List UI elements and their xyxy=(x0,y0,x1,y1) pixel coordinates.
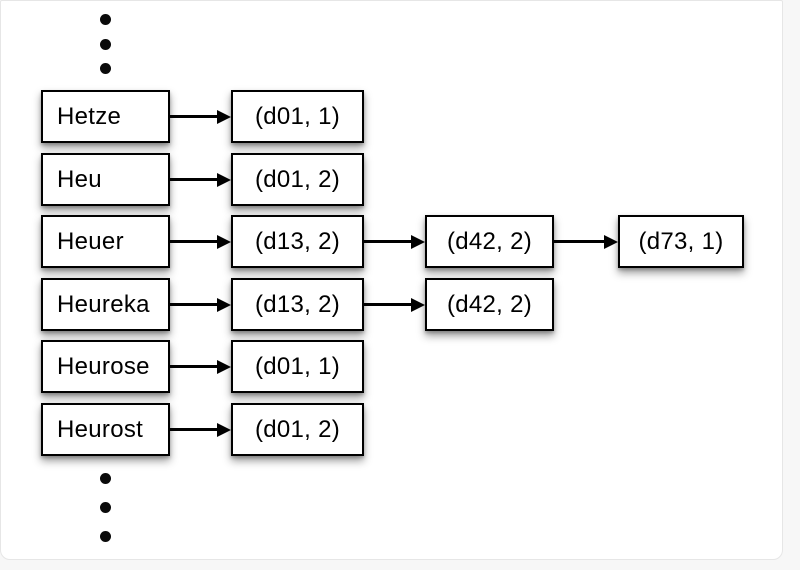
arrow-shaft xyxy=(170,365,219,368)
diagram-canvas: Hetze (d01, 1) Heu (d01, 2) Heuer (d13, … xyxy=(1,1,782,559)
arrowhead-icon xyxy=(217,359,231,374)
posting-box: (d01, 2) xyxy=(231,403,364,456)
term-box: Heurost xyxy=(41,403,170,456)
ellipsis-dot-icon xyxy=(100,502,111,513)
arrow xyxy=(364,297,425,312)
arrow-shaft xyxy=(364,303,413,306)
arrow xyxy=(170,297,231,312)
arrow-shaft xyxy=(170,240,219,243)
ellipsis-dot-icon xyxy=(100,531,111,542)
arrowhead-icon xyxy=(217,109,231,124)
index-row: Heurost (d01, 2) xyxy=(41,403,364,456)
term-box: Heuer xyxy=(41,215,170,268)
term-box: Heu xyxy=(41,153,170,206)
arrow-shaft xyxy=(170,303,219,306)
posting-box: (d13, 2) xyxy=(231,278,364,331)
posting-box: (d73, 1) xyxy=(618,215,744,268)
arrow-shaft xyxy=(170,428,219,431)
arrow xyxy=(170,359,231,374)
index-row: Heurose (d01, 1) xyxy=(41,340,364,393)
index-row: Hetze (d01, 1) xyxy=(41,90,364,143)
arrowhead-icon xyxy=(217,172,231,187)
index-row: Heuer (d13, 2) (d42, 2) (d73, 1) xyxy=(41,215,744,268)
index-row: Heu (d01, 2) xyxy=(41,153,364,206)
posting-box: (d01, 2) xyxy=(231,153,364,206)
arrowhead-icon xyxy=(217,297,231,312)
posting-box: (d01, 1) xyxy=(231,340,364,393)
posting-box: (d13, 2) xyxy=(231,215,364,268)
diagram-card: Hetze (d01, 1) Heu (d01, 2) Heuer (d13, … xyxy=(0,0,783,560)
arrowhead-icon xyxy=(411,234,425,249)
arrowhead-icon xyxy=(604,234,618,249)
ellipsis-dot-icon xyxy=(100,473,111,484)
ellipsis-dot-icon xyxy=(100,63,111,74)
arrowhead-icon xyxy=(217,234,231,249)
arrow xyxy=(170,234,231,249)
arrowhead-icon xyxy=(217,422,231,437)
posting-box: (d42, 2) xyxy=(425,278,554,331)
index-row: Heureka (d13, 2) (d42, 2) xyxy=(41,278,554,331)
ellipsis-dot-icon xyxy=(100,39,111,50)
arrow-shaft xyxy=(554,240,606,243)
arrow xyxy=(170,422,231,437)
arrow-shaft xyxy=(364,240,413,243)
arrow-shaft xyxy=(170,178,219,181)
arrow-shaft xyxy=(170,115,219,118)
arrow xyxy=(364,234,425,249)
term-box: Heurose xyxy=(41,340,170,393)
posting-box: (d42, 2) xyxy=(425,215,554,268)
ellipsis-dot-icon xyxy=(100,14,111,25)
arrow xyxy=(554,234,618,249)
term-box: Hetze xyxy=(41,90,170,143)
term-box: Heureka xyxy=(41,278,170,331)
arrow xyxy=(170,109,231,124)
arrow xyxy=(170,172,231,187)
arrowhead-icon xyxy=(411,297,425,312)
posting-box: (d01, 1) xyxy=(231,90,364,143)
